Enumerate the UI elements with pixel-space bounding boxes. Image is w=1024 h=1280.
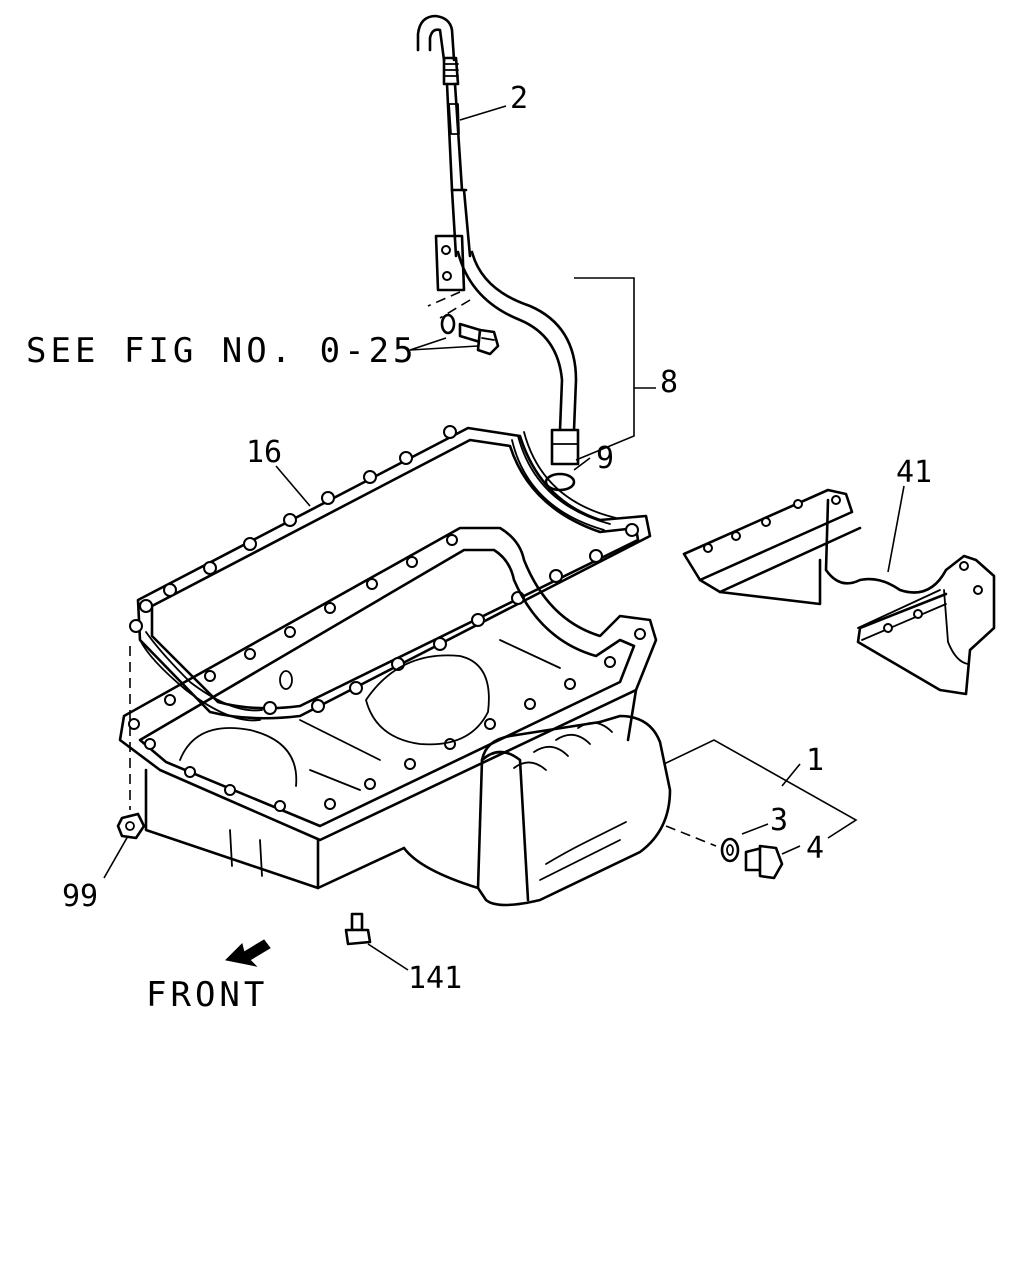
leader-lines <box>103 105 905 971</box>
nut <box>116 646 146 840</box>
callout-141: 141 <box>408 961 462 996</box>
callout-4: 4 <box>806 831 824 866</box>
drain-washer <box>720 837 740 863</box>
guide-tube <box>434 188 580 466</box>
callout-9: 9 <box>596 441 614 476</box>
callout-41: 41 <box>896 455 932 490</box>
callout-1: 1 <box>806 743 824 778</box>
front-arrow-icon <box>224 939 271 967</box>
oil-pan-gasket <box>129 425 652 722</box>
reference-note: SEE FIG NO. 0-25 <box>26 331 418 371</box>
callout-8: 8 <box>660 365 678 400</box>
dipstick-bracket-bolt <box>427 291 500 356</box>
callout-3: 3 <box>770 803 788 838</box>
stud <box>344 912 372 946</box>
callout-16: 16 <box>246 435 282 470</box>
oil-baffle <box>682 488 996 696</box>
dipstick <box>416 14 464 192</box>
drain-plug <box>744 844 784 880</box>
callout-99: 99 <box>62 879 98 914</box>
oil-pan <box>118 526 717 907</box>
front-label: FRONT <box>146 975 268 1015</box>
callout-2: 2 <box>510 81 528 116</box>
